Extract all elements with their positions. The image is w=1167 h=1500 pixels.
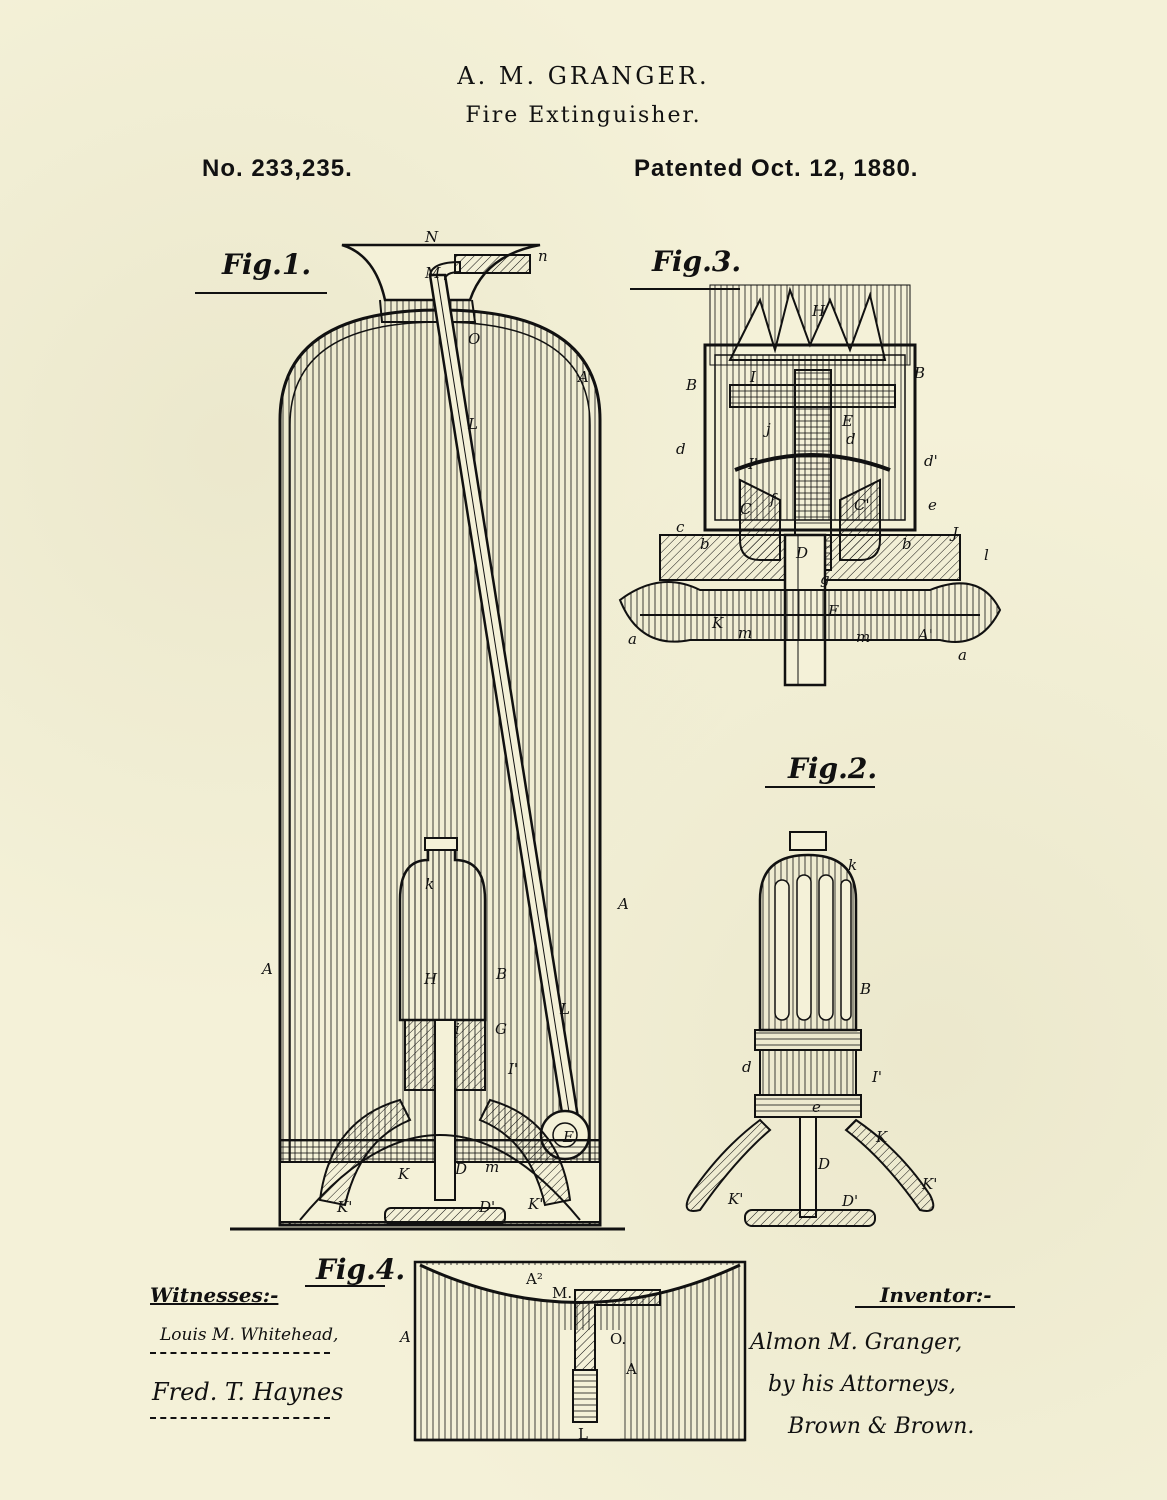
inventor-name-header: A. M. GRANGER.	[457, 62, 710, 90]
fig1-label-N: N	[425, 228, 439, 246]
attorney-names: Brown & Brown.	[788, 1414, 975, 1439]
fig4-label-A2: A²	[526, 1270, 543, 1288]
patent-title: Fire Extinguisher.	[465, 103, 702, 128]
patent-number: No. 233,235.	[202, 155, 353, 182]
fig3-label-g: g	[820, 570, 830, 588]
fig1-label-D-prime: D'	[479, 1198, 496, 1216]
fig3-label-j: j	[766, 420, 771, 438]
fig1-label-O: O	[468, 330, 481, 348]
fig3-label-J: J	[952, 524, 959, 542]
fig3-label-m-right: m	[856, 628, 871, 646]
fig1-label-K: K	[398, 1165, 410, 1183]
fig1-label-L-bottom: L	[560, 1000, 570, 1018]
fig2-label-K: K	[876, 1128, 888, 1146]
fig2-label-D: D	[818, 1155, 831, 1173]
fig4-label-A: A	[626, 1360, 637, 1378]
fig3-label-f: f	[770, 490, 776, 508]
fig1-label-K-prime-right: K'	[528, 1195, 544, 1213]
fig3-label-b-left: b	[700, 535, 710, 553]
fig1-label-k: k	[425, 875, 435, 893]
inventor-heading-rule	[855, 1306, 1015, 1308]
witness-1-line	[150, 1352, 330, 1354]
fig1-label-i: i	[455, 1020, 460, 1038]
fig3-rule	[630, 288, 740, 290]
fig3-label-H: H	[812, 302, 826, 320]
fig2-label-e: e	[812, 1098, 821, 1116]
fig1-label-A-right: A	[618, 895, 629, 913]
fig3-label-a-left: a	[628, 630, 637, 648]
fig1-label-M: M	[425, 264, 441, 282]
fig1-label-I-prime: I'	[508, 1060, 519, 1078]
fig2-label-D-prime: D'	[842, 1192, 859, 1210]
fig3-label-b-right: b	[902, 535, 912, 553]
fig1-label-A-top: A	[578, 368, 589, 386]
fig4-label-L: L	[578, 1425, 588, 1443]
fig1-label-E: E	[563, 1128, 574, 1146]
fig4-label-O: O.	[610, 1330, 627, 1348]
witness-1-signature: Louis M. Whitehead,	[160, 1325, 339, 1345]
fig1-label-m: m	[485, 1158, 500, 1176]
fig2-label-K-prime-right: K'	[922, 1175, 938, 1193]
fig2-label-d: d	[742, 1058, 752, 1076]
fig3-label-F: F	[828, 602, 839, 620]
fig1-label-H: H	[424, 970, 438, 988]
fig2-label-K-prime-left: K'	[728, 1190, 744, 1208]
fig3-label-d-inner: d	[846, 430, 856, 448]
patent-date: Patented Oct. 12, 1880.	[634, 155, 919, 182]
fig3-label-C: C	[740, 500, 752, 518]
fig2-drawing	[685, 831, 935, 1227]
fig1-drawing	[230, 243, 625, 1231]
fig3-label-c: c	[676, 518, 685, 536]
inventor-heading: Inventor:-	[880, 1283, 992, 1307]
attorneys-line: by his Attorneys,	[768, 1372, 956, 1397]
fig1-label-K-prime-left: K'	[337, 1198, 353, 1216]
fig4-label-M: M.	[552, 1284, 573, 1302]
fig3-label-l: l	[984, 546, 989, 564]
fig3-label-D: D	[796, 544, 809, 562]
fig2-label-B: B	[860, 980, 872, 998]
fig3-label-m-left: m	[738, 624, 753, 642]
witnesses-heading: Witnesses:-	[150, 1283, 279, 1307]
fig3-label-E: E	[842, 412, 853, 430]
fig1-label-L-top: L	[468, 415, 478, 433]
fig3-label-A-prime: A'	[918, 626, 933, 644]
fig4-label: Fig.4.	[316, 1253, 406, 1286]
fig1-label-A-left: A	[262, 960, 273, 978]
fig3-label-I-prime: I'	[748, 455, 759, 473]
fig3-label-B-right: B	[914, 364, 926, 382]
fig1-label: Fig.1.	[222, 248, 312, 281]
fig4-label-A-left: A	[400, 1328, 411, 1346]
fig1-label-B: B	[496, 965, 508, 983]
fig3-drawing	[618, 284, 1002, 687]
fig2-label-k: k	[848, 856, 858, 874]
witness-2-signature: Fred. T. Haynes	[152, 1378, 344, 1406]
fig3-label-B-left: B	[686, 376, 698, 394]
witness-2-line	[150, 1417, 330, 1419]
fig3-label-d-prime: d'	[924, 452, 938, 470]
fig3-label-d-left: d	[676, 440, 686, 458]
fig3-label-e: e	[928, 496, 937, 514]
fig1-label-n: n	[538, 247, 548, 265]
fig1-label-G: G	[495, 1020, 507, 1038]
fig2-label-I-prime: I'	[872, 1068, 883, 1086]
fig1-label-D: D	[455, 1160, 468, 1178]
fig2-rule	[765, 786, 875, 788]
inventor-signature: Almon M. Granger,	[750, 1330, 963, 1355]
fig3-label-a-right: a	[958, 646, 967, 664]
fig4-rule	[305, 1285, 385, 1287]
fig4-drawing	[413, 1260, 747, 1442]
fig3-label-K: K	[712, 614, 724, 632]
fig1-rule	[195, 292, 327, 294]
fig3-label-C-prime: C'	[854, 496, 870, 514]
fig2-label: Fig.2.	[788, 752, 878, 785]
fig3-label: Fig.3.	[652, 245, 742, 278]
fig3-label-I: I	[750, 368, 756, 386]
